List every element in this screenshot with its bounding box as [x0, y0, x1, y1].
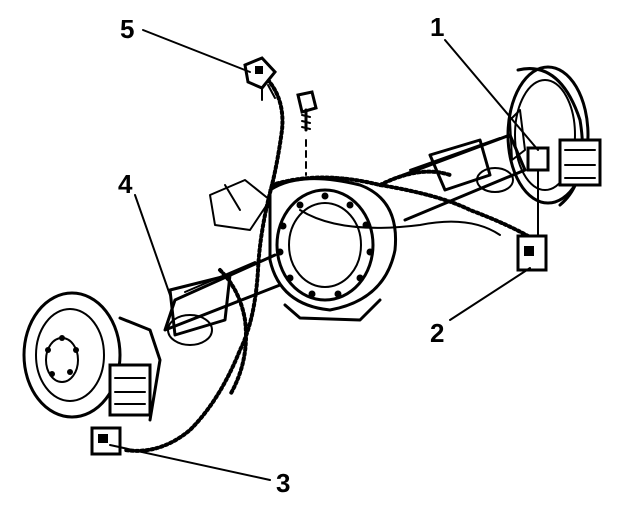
left-sensor-connector	[90, 426, 122, 456]
abs-wiring-harness	[123, 78, 544, 453]
differential-housing	[209, 177, 398, 322]
callout-label-1: 1	[430, 12, 444, 42]
left-brake-rotor	[22, 291, 162, 422]
callout-leaders	[109, 29, 539, 481]
right-axle-tube	[388, 133, 527, 222]
right-brake-rotor	[506, 65, 602, 207]
mounting-bolt	[296, 90, 318, 176]
harness-connector	[243, 56, 277, 101]
callout-label-5: 5	[120, 14, 134, 44]
left-axle-tube	[163, 253, 282, 346]
callout-label-3: 3	[276, 468, 290, 498]
right-wheel-speed-sensor	[526, 146, 550, 236]
callout-label-4: 4	[118, 169, 133, 199]
callout-label-2: 2	[430, 318, 444, 348]
right-sensor-connector	[516, 234, 548, 272]
